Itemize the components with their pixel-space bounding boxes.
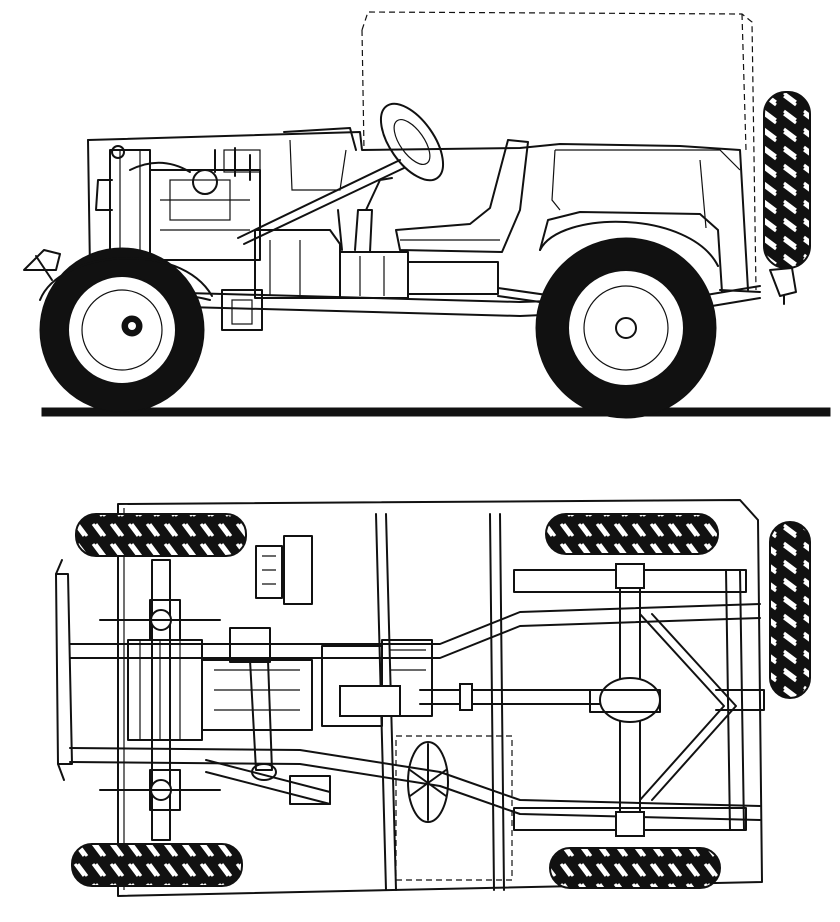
front-wheel xyxy=(39,247,205,413)
body-outline xyxy=(87,131,749,291)
steering-linkage xyxy=(205,759,331,793)
battery xyxy=(255,545,283,599)
rear-wheel xyxy=(535,237,717,419)
rear-axle xyxy=(589,563,661,837)
canvas-top xyxy=(361,11,757,291)
transmission xyxy=(254,177,499,299)
radiator xyxy=(127,639,203,741)
left-frame-rail xyxy=(69,603,761,645)
fuel-tank xyxy=(283,535,313,605)
spare-tire-plan xyxy=(769,521,811,699)
rear-braces xyxy=(639,613,725,801)
right-frame-rail xyxy=(69,747,761,807)
spare-tire-side xyxy=(763,91,811,269)
front-tow-hook xyxy=(23,249,61,271)
cross-member-2 xyxy=(489,513,495,891)
seat-outline xyxy=(395,735,513,881)
front-axle xyxy=(99,559,221,841)
front-right-wheel xyxy=(71,843,243,887)
front-fender xyxy=(39,257,213,301)
front-bumper xyxy=(55,573,73,765)
rear-right-wheel xyxy=(549,847,721,889)
steering-wheel xyxy=(237,102,445,245)
plan-body-outline xyxy=(117,499,763,897)
front-left-wheel xyxy=(75,513,247,557)
seat xyxy=(395,139,529,253)
rear-fender xyxy=(539,220,719,267)
side-view xyxy=(23,11,831,419)
rear-hitch xyxy=(769,267,797,297)
ground-line xyxy=(41,407,831,417)
plan-gearbox xyxy=(321,639,433,727)
plan-engine xyxy=(201,627,313,781)
rear-left-wheel xyxy=(545,513,719,555)
rear-bracket xyxy=(715,689,765,711)
plan-view xyxy=(55,499,811,897)
plan-steering-wheel xyxy=(407,741,449,823)
